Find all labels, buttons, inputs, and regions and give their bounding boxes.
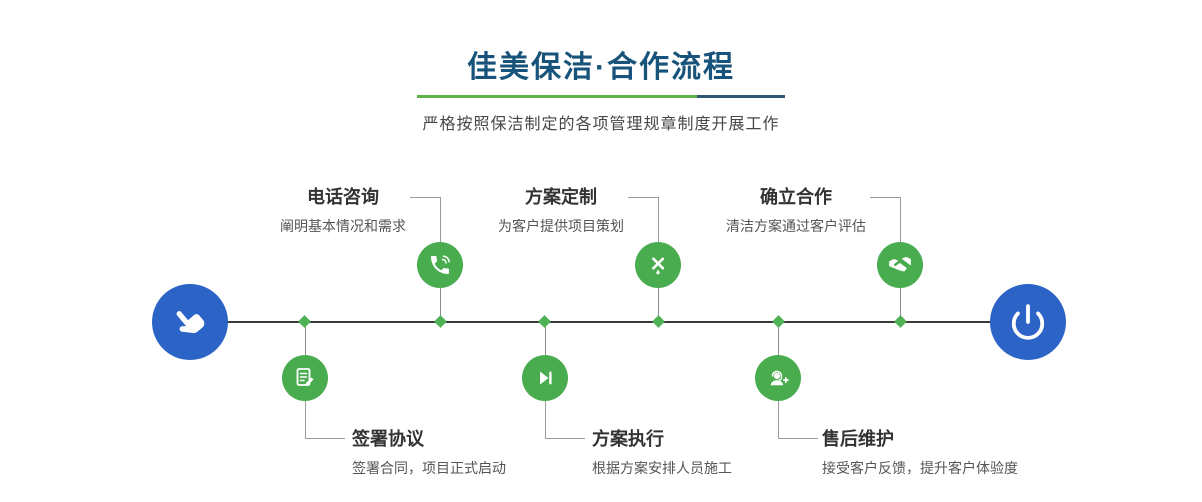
design-pencil-icon [652,257,665,275]
timeline-node-marker [652,315,665,328]
step-icon-circle [755,355,801,401]
step-icon-circle [417,242,463,288]
timeline-line [190,321,1030,323]
step-icon-circle [282,355,328,401]
title-divider [417,95,785,98]
headset-icon [770,370,789,385]
step-plan-execution: 方案执行 根据方案安排人员施工 [592,428,732,477]
step-desc: 接受客户反馈，提升客户体验度 [822,460,1018,476]
connector-line [440,288,441,321]
connector-line [900,288,901,321]
step-after-sales: 售后维护 接受客户反馈，提升客户体验度 [822,428,1018,477]
step-desc: 根据方案安排人员施工 [592,460,732,476]
contract-icon [296,368,314,386]
connector-line [305,323,306,355]
play-icon [540,371,552,385]
timeline-start-node [152,284,228,360]
step-label: 电话咨询 [307,187,379,207]
connector-line [778,438,818,439]
timeline-node-marker [434,315,447,328]
connector-line [778,401,779,439]
page-subtitle: 严格按照保洁制定的各项管理规章制度开展工作 [422,116,780,133]
pointing-hand-icon [176,311,205,334]
step-icon-circle [522,355,568,401]
step-plan-customization: 方案定制 为客户提供项目策划 [498,186,624,235]
connector-line [628,197,658,198]
divider-green-segment [417,95,697,98]
step-icon-circle [635,242,681,288]
step-label: 方案定制 [525,187,597,207]
step-label: 签署协议 [352,429,424,449]
connector-line [305,401,306,439]
connector-line [778,323,779,355]
connector-line [545,323,546,355]
connector-line [545,401,546,439]
step-sign-agreement: 签署协议 签署合同，项目正式启动 [352,428,506,477]
step-establish-cooperation: 确立合作 清洁方案通过客户评估 [726,186,866,235]
step-desc: 阐明基本情况和需求 [280,218,406,234]
power-icon [1011,304,1045,340]
divider-blue-segment [697,95,785,98]
step-desc: 清洁方案通过客户评估 [726,218,866,234]
page-title: 佳美保洁·合作流程 [467,51,735,84]
step-phone-consult: 电话咨询 阐明基本情况和需求 [280,186,406,235]
step-label: 方案执行 [592,429,664,449]
connector-line [870,197,900,198]
connector-line [900,197,901,243]
handshake-icon [889,256,911,272]
connector-line [658,197,659,243]
timeline-end-node [990,284,1066,360]
timeline-node-marker [894,315,907,328]
connector-line [658,288,659,321]
step-label: 售后维护 [822,429,894,449]
step-label: 确立合作 [760,187,832,207]
step-icon-circle [877,242,923,288]
timeline-node-marker [538,315,551,328]
connector-line [545,438,585,439]
connector-line [440,197,441,243]
step-desc: 为客户提供项目策划 [498,218,624,234]
phone-icon [431,255,450,274]
timeline-node-marker [772,315,785,328]
connector-line [305,438,345,439]
timeline-node-marker [298,315,311,328]
step-desc: 签署合同，项目正式启动 [352,460,506,476]
connector-line [410,197,440,198]
